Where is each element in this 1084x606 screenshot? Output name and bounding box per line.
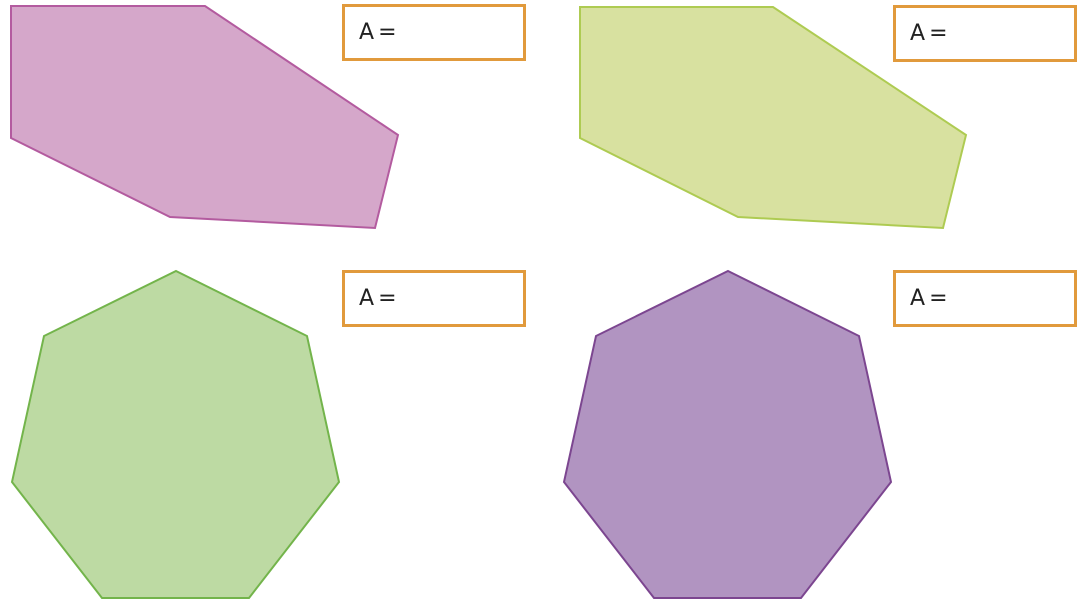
equals-sign: = — [929, 286, 948, 311]
area-variable: A — [359, 286, 375, 311]
area-variable: A — [910, 21, 926, 46]
green-heptagon — [10, 269, 341, 599]
equals-sign: = — [929, 21, 948, 46]
pink-hexagon — [10, 5, 400, 230]
area-answer-box[interactable]: A = — [342, 4, 526, 61]
area-answer-box[interactable]: A = — [893, 270, 1077, 327]
area-answer-box[interactable]: A = — [342, 270, 526, 327]
equals-sign: = — [378, 20, 397, 45]
equals-sign: = — [378, 286, 397, 311]
purple-heptagon — [562, 269, 893, 599]
area-answer-box[interactable]: A = — [893, 5, 1077, 62]
area-variable: A — [359, 20, 375, 45]
yellow-green-hexagon — [579, 6, 968, 230]
area-variable: A — [910, 286, 926, 311]
